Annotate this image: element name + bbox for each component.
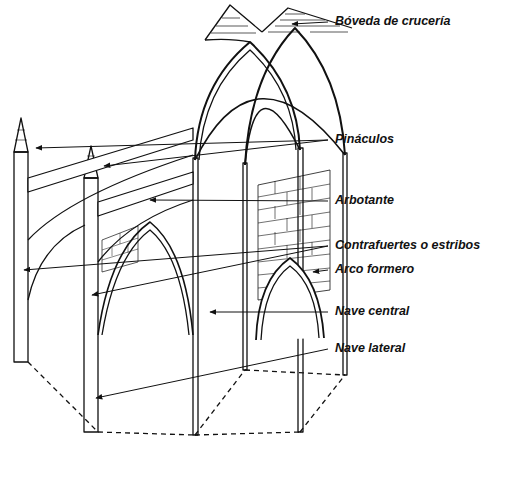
part-label: Nave central	[335, 305, 409, 319]
part-label: Nave lateral	[335, 342, 405, 356]
part-label: Pináculos	[335, 133, 394, 147]
part-label: Arco formero	[335, 263, 414, 277]
part-label: Bóveda de crucería	[335, 15, 450, 29]
part-label: Arbotante	[335, 194, 394, 208]
part-label: Contrafuertes o estribos	[335, 239, 480, 253]
leader-lines	[24, 22, 328, 398]
